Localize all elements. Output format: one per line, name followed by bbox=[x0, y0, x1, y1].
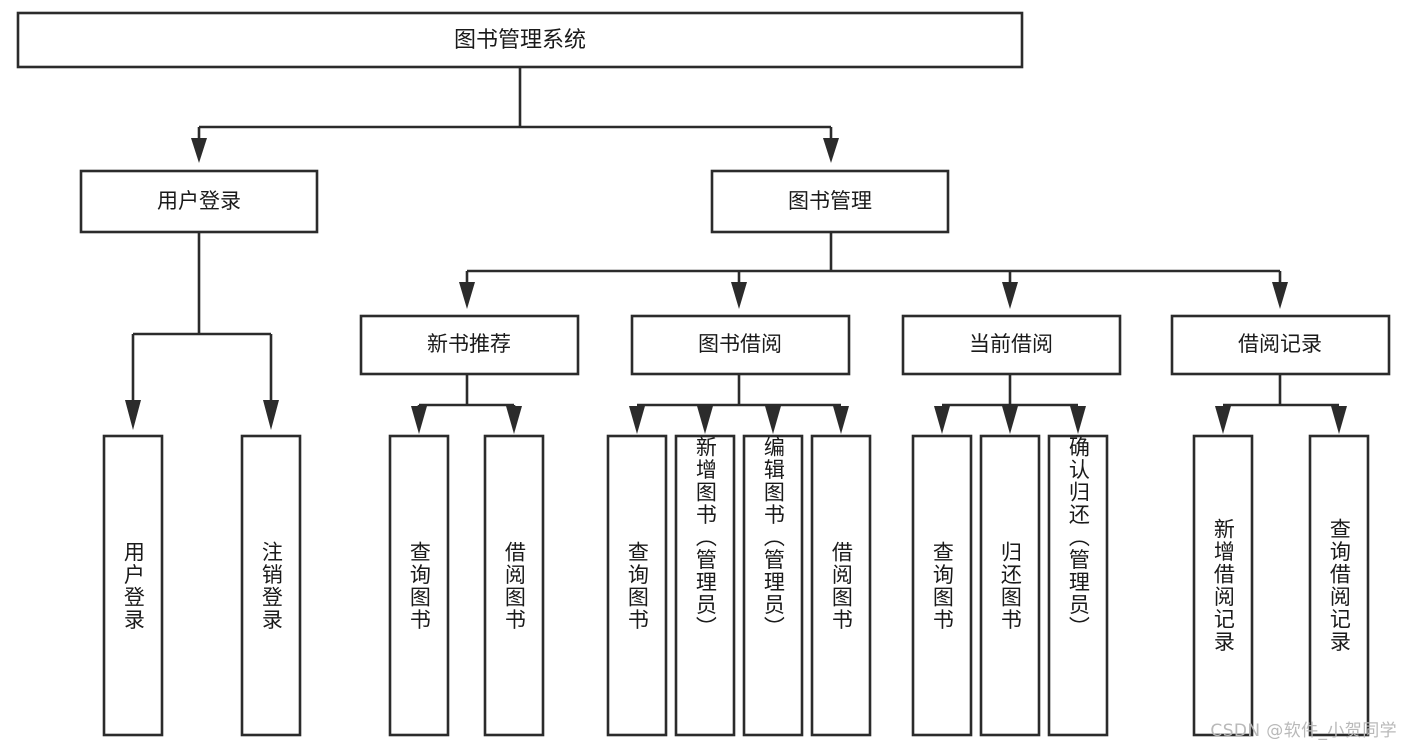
arrow-head-br-query-record bbox=[1331, 406, 1347, 434]
connector-new-book-to-leaves bbox=[411, 374, 522, 434]
connector-current-borrow-to-leaves bbox=[934, 374, 1086, 434]
node-current-borrow-box[interactable] bbox=[901, 314, 1122, 376]
leaf-box-logout[interactable] bbox=[240, 434, 302, 737]
arrow-head-cb-return-book bbox=[1002, 406, 1018, 434]
node-root-box[interactable] bbox=[16, 11, 1024, 69]
node-user-login[interactable]: 用户登录 bbox=[79, 169, 319, 234]
arrow-head-current-borrow bbox=[1002, 282, 1018, 309]
node-user-login-label: 用户登录 bbox=[157, 189, 241, 213]
node-current-borrow-label: 当前借阅 bbox=[969, 332, 1053, 356]
leaf-boxes-new-book-recommend bbox=[388, 434, 545, 737]
leaf-box-bb-add-book[interactable] bbox=[674, 434, 736, 737]
arrow-head-bb-query-book bbox=[629, 406, 645, 434]
leaf-boxes-current-borrow bbox=[911, 434, 1109, 737]
arrow-head-nb-query-book bbox=[411, 406, 427, 434]
leaf-boxes-user-login bbox=[102, 434, 302, 737]
csdn-watermark: CSDN @软件_小贺同学 bbox=[1210, 721, 1397, 741]
arrow-head-bb-borrow-book bbox=[833, 406, 849, 434]
leaf-box-cb-return-book[interactable] bbox=[979, 434, 1041, 737]
node-new-book-recommend-label: 新书推荐 bbox=[427, 332, 511, 356]
node-book-borrow-label: 图书借阅 bbox=[698, 332, 782, 356]
leaf-box-bb-borrow-book[interactable] bbox=[810, 434, 872, 737]
leaf-box-user-login[interactable] bbox=[102, 434, 164, 737]
node-book-borrow-box[interactable] bbox=[630, 314, 851, 376]
node-root-book-management-system[interactable]: 图书管理系统 bbox=[16, 11, 1024, 69]
leaf-boxes-book-borrow bbox=[606, 434, 872, 737]
arrow-head-bb-edit-book bbox=[765, 406, 781, 434]
arrow-head-br-add-record bbox=[1215, 406, 1231, 434]
node-new-book-recommend-box[interactable] bbox=[359, 314, 580, 376]
leaf-boxes-borrow-record bbox=[1192, 434, 1370, 737]
node-borrow-record-box[interactable] bbox=[1170, 314, 1391, 376]
leaf-box-cb-confirm-return[interactable] bbox=[1047, 434, 1109, 737]
connector-book-manage-to-level3 bbox=[459, 232, 1288, 309]
arrow-head-book-borrow bbox=[731, 282, 747, 309]
connector-root-to-level2 bbox=[191, 67, 839, 163]
arrow-head-leaf-user-login bbox=[125, 400, 141, 430]
arrow-head-book-manage bbox=[823, 138, 839, 163]
leaf-box-bb-edit-book[interactable] bbox=[742, 434, 804, 737]
node-book-management-label: 图书管理 bbox=[788, 189, 872, 213]
arrow-head-cb-query-book bbox=[934, 406, 950, 434]
arrow-head-bb-add-book bbox=[697, 406, 713, 434]
node-root-label: 图书管理系统 bbox=[454, 28, 586, 53]
leaf-box-bb-query-book[interactable] bbox=[606, 434, 668, 737]
node-borrow-record-label: 借阅记录 bbox=[1238, 332, 1322, 356]
arrow-head-leaf-logout bbox=[263, 400, 279, 430]
node-borrow-record[interactable]: 借阅记录 bbox=[1170, 314, 1391, 376]
arrow-head-cb-confirm-return bbox=[1070, 406, 1086, 434]
leaf-box-cb-query-book[interactable] bbox=[911, 434, 973, 737]
node-current-borrow[interactable]: 当前借阅 bbox=[901, 314, 1122, 376]
arrow-head-new-book bbox=[459, 282, 475, 309]
arrow-head-user-login bbox=[191, 138, 207, 163]
connector-book-borrow-to-leaves bbox=[629, 374, 849, 434]
arrow-head-nb-borrow-book bbox=[506, 406, 522, 434]
node-book-management[interactable]: 图书管理 bbox=[710, 169, 950, 234]
connector-user-login-to-leaves bbox=[125, 232, 279, 430]
node-new-book-recommend[interactable]: 新书推荐 bbox=[359, 314, 580, 376]
leaf-box-br-add-record[interactable] bbox=[1192, 434, 1254, 737]
leaf-box-nb-borrow-book[interactable] bbox=[483, 434, 545, 737]
node-book-borrow[interactable]: 图书借阅 bbox=[630, 314, 851, 376]
node-book-management-box[interactable] bbox=[710, 169, 950, 234]
leaf-box-br-query-record[interactable] bbox=[1308, 434, 1370, 737]
connector-borrow-record-to-leaves bbox=[1215, 374, 1347, 434]
node-user-login-box[interactable] bbox=[79, 169, 319, 234]
arrow-head-borrow-record bbox=[1272, 282, 1288, 309]
leaf-box-nb-query-book[interactable] bbox=[388, 434, 450, 737]
